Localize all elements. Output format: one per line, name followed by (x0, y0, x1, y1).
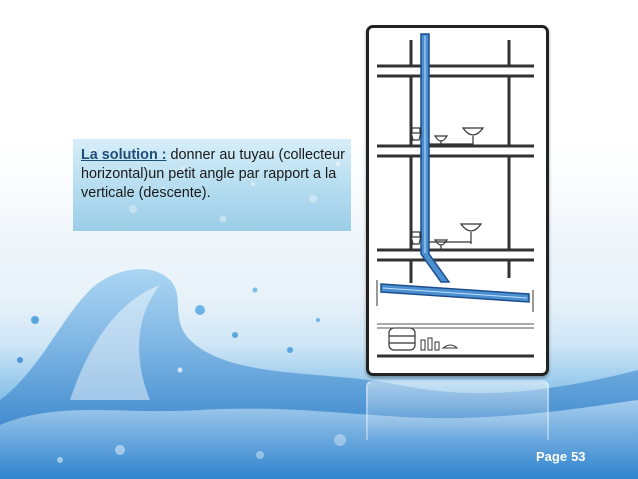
sink-icon (429, 127, 485, 146)
frame-reflection (366, 380, 549, 440)
building-structure (377, 40, 534, 358)
solution-text: La solution : donner au tuyau (collecteu… (81, 146, 345, 203)
solution-text-box: La solution : donner au tuyau (collecteu… (73, 139, 351, 231)
drainage-illustration-frame (366, 25, 549, 376)
solution-lead: La solution : (81, 147, 167, 163)
bubble-texture (90, 148, 341, 223)
page-number-value: 53 (571, 449, 586, 464)
sink-icon (429, 223, 483, 244)
toilet-icon (410, 127, 422, 141)
toilet-icon (410, 231, 422, 245)
drainage-diagram (376, 33, 534, 358)
water-splash-decoration (0, 269, 638, 479)
vertical-downpipe (420, 33, 451, 283)
horizontal-collector (376, 280, 534, 312)
page-label: Page (536, 449, 568, 464)
barrel-icon (388, 327, 416, 351)
solution-body: donner au tuyau (collecteur horizontal)u… (81, 147, 345, 201)
bottle-icon (420, 337, 459, 351)
